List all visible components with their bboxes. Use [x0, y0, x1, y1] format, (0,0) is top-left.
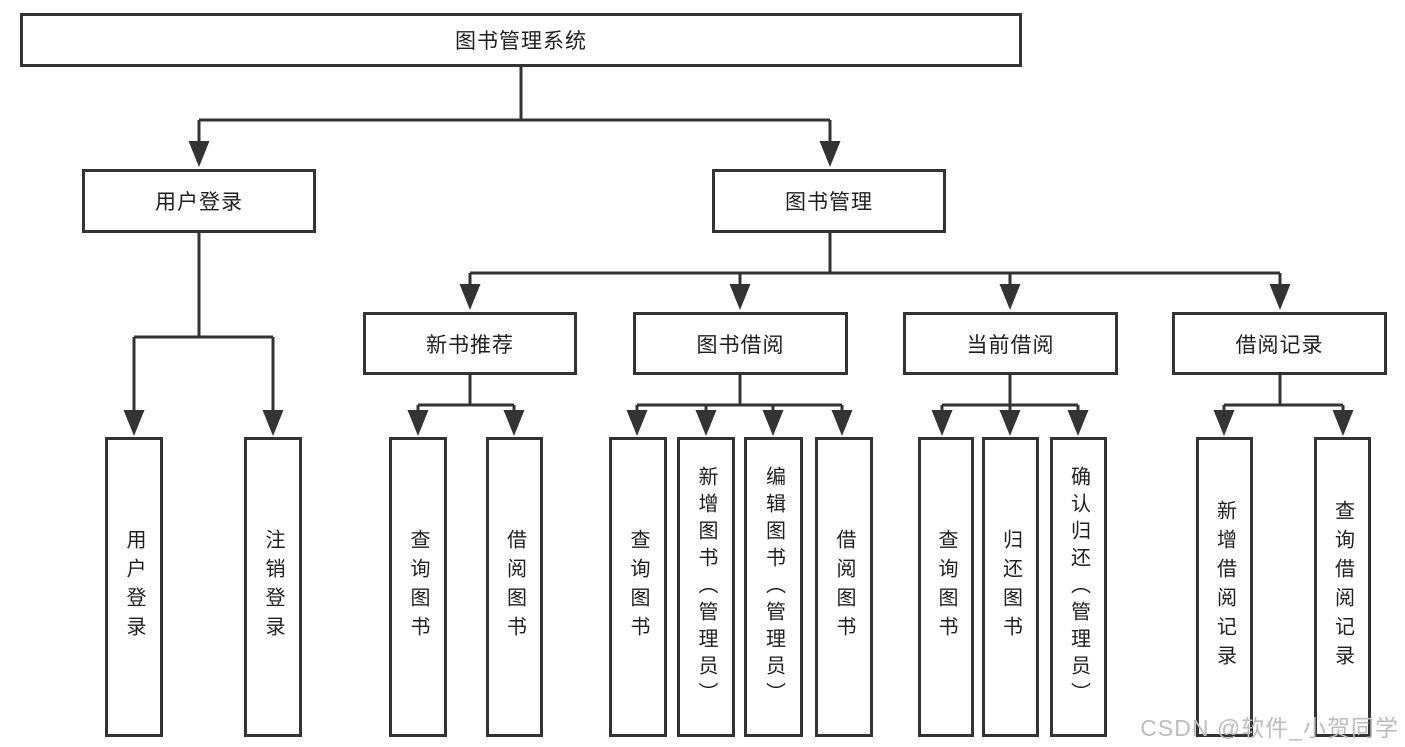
node-current-borrow: 当前借阅 — [903, 312, 1118, 375]
leaf-user-login: 用户登录 — [105, 437, 163, 737]
node-label: 当前借阅 — [966, 333, 1055, 357]
node-borrow-records: 借阅记录 — [1172, 312, 1387, 375]
arrowheads — [123, 141, 1354, 436]
connector-segments — [132, 64, 1345, 414]
node-label: 借阅记录 — [1235, 333, 1324, 357]
node-label: 图书管理 — [785, 191, 873, 214]
node-label: 查询借阅记录 — [1331, 500, 1354, 674]
node-user-login: 用户登录 — [82, 169, 316, 233]
node-label: 图书管理系统 — [455, 30, 587, 53]
node-root: 图书管理系统 — [20, 13, 1022, 67]
leaf-add-book-admin: 新增图书（管理员） — [677, 437, 735, 737]
node-label: 借阅图书 — [503, 529, 526, 645]
leaf-add-borrow-record: 新增借阅记录 — [1196, 437, 1253, 737]
leaf-borrow-query-book: 查询图书 — [609, 437, 667, 737]
node-label: 注销登录 — [262, 529, 284, 645]
leaf-confirm-return-admin: 确认归还（管理员） — [1050, 437, 1107, 737]
node-book-borrow: 图书借阅 — [633, 312, 848, 375]
node-new-book-recommend: 新书推荐 — [363, 312, 577, 375]
node-label: 确认归还（管理员） — [1067, 465, 1090, 709]
leaf-edit-book-admin: 编辑图书（管理员） — [744, 437, 803, 737]
node-label: 新增图书（管理员） — [695, 465, 717, 709]
node-label: 查询图书 — [407, 529, 429, 645]
leaf-recommend-borrow-book: 借阅图书 — [486, 437, 543, 737]
leaf-current-query-book: 查询图书 — [918, 437, 974, 737]
leaf-borrow-book: 借阅图书 — [815, 437, 873, 737]
node-label: 查询图书 — [935, 529, 957, 645]
leaf-query-borrow-record: 查询借阅记录 — [1314, 437, 1371, 737]
node-book-management: 图书管理 — [712, 169, 946, 233]
node-label: 编辑图书（管理员） — [762, 465, 785, 709]
node-label: 归还图书 — [999, 529, 1022, 645]
leaf-recommend-query-book: 查询图书 — [389, 437, 447, 737]
node-label: 用户登录 — [155, 191, 243, 214]
leaf-return-book: 归还图书 — [982, 437, 1039, 737]
csdn-watermark: CSDN @软件_小贺同学 — [1140, 715, 1399, 741]
node-label: 借阅图书 — [833, 529, 855, 645]
node-label: 图书借阅 — [696, 333, 785, 357]
leaf-logout: 注销登录 — [244, 437, 302, 737]
node-label: 新增借阅记录 — [1213, 500, 1236, 674]
node-label: 查询图书 — [627, 529, 649, 645]
node-label: 新书推荐 — [426, 333, 514, 357]
node-label: 用户登录 — [123, 529, 145, 645]
